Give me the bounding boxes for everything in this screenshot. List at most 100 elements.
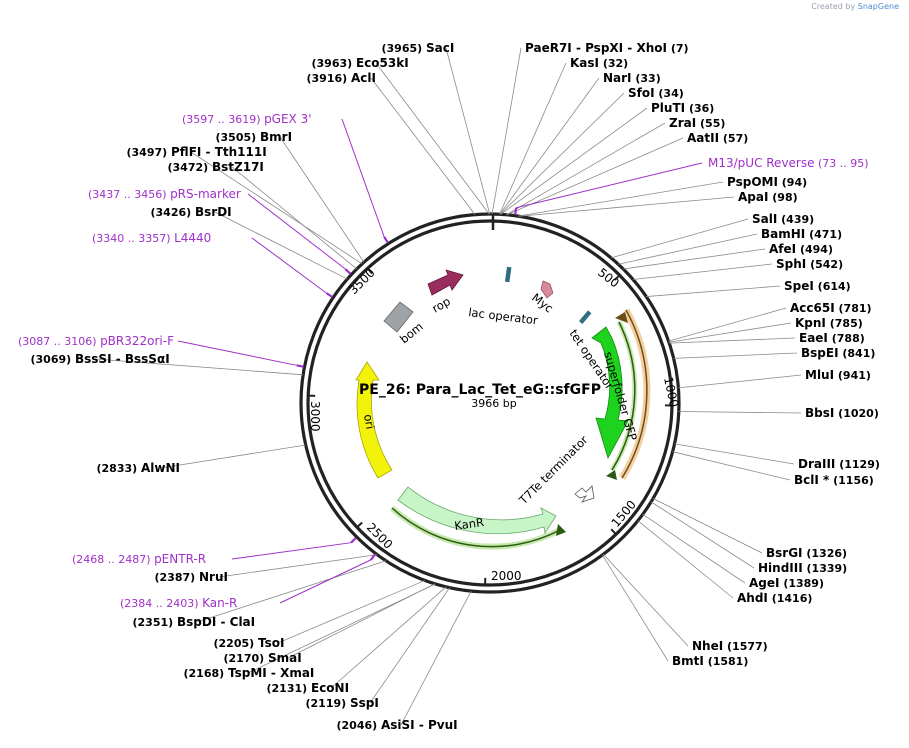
primer-leader-5 xyxy=(231,542,352,560)
site-name-16: SpeI xyxy=(784,279,814,293)
site-leader-20 xyxy=(673,352,798,359)
site-leader-38 xyxy=(218,554,378,578)
tick-500 xyxy=(613,274,621,281)
primer-leader-4 xyxy=(177,340,297,366)
site-name-24: BclI * xyxy=(794,473,830,487)
site-leader-29 xyxy=(603,553,689,647)
feature-label-rop: rop xyxy=(430,294,453,316)
site-leader-3 xyxy=(491,47,522,215)
site-leader-19 xyxy=(669,337,796,344)
site-pos-30: (1581) xyxy=(704,655,749,668)
site-name-23: DraIII xyxy=(798,457,835,471)
primer-label-5: (2468 .. 2487) pENTR-R xyxy=(72,552,206,566)
site-leader-5 xyxy=(499,77,600,215)
primer-mark-2 xyxy=(344,268,352,275)
site-label-29: NheI (1577) xyxy=(692,639,768,653)
site-name-26: HindIII xyxy=(758,561,803,575)
tick-label-2000: 2000 xyxy=(491,569,522,583)
site-leader-26 xyxy=(650,501,755,569)
primer-label-3: (3340 .. 3357) L4440 xyxy=(92,231,211,245)
site-leader-42 xyxy=(231,166,357,270)
site-label-40: (3069) BssSI - BssSαI xyxy=(31,352,170,366)
site-name-30: BmtI xyxy=(672,654,704,668)
plasmid-size: 3966 bp xyxy=(471,397,516,410)
site-pos-14: (494) xyxy=(796,243,833,256)
site-label-22: BbsI (1020) xyxy=(805,406,879,420)
site-label-27: AgeI (1389) xyxy=(749,576,824,590)
site-name-37: BspDI - ClaI xyxy=(177,615,255,629)
site-name-3: PaeR7I - PspXI - XhoI xyxy=(525,41,667,55)
primer-mark-3 xyxy=(325,292,333,298)
site-leader-43 xyxy=(190,151,363,265)
site-label-28: AhdI (1416) xyxy=(737,591,812,605)
site-label-35: (2170) SmaI xyxy=(224,651,302,665)
site-leader-12 xyxy=(610,218,749,259)
site-pos-40: (3069) xyxy=(31,353,76,366)
site-name-5: NarI xyxy=(603,71,632,85)
site-name-29: NheI xyxy=(692,639,723,653)
site-pos-27: (1389) xyxy=(779,577,824,590)
site-pos-29: (1577) xyxy=(723,640,768,653)
site-name-21: MluI xyxy=(805,368,834,382)
primer-pos-6: (2384 .. 2403) xyxy=(120,597,202,610)
site-pos-43: (3497) xyxy=(127,146,172,159)
site-leader-28 xyxy=(637,520,734,599)
feature-bom xyxy=(383,301,414,333)
site-name-39: AlwNI xyxy=(141,461,180,475)
site-pos-9: (57) xyxy=(719,132,748,145)
site-leader-1 xyxy=(375,62,490,215)
site-leader-2 xyxy=(370,77,476,215)
site-pos-5: (33) xyxy=(632,72,661,85)
site-name-28: AhdI xyxy=(737,591,768,605)
site-pos-36: (2205) xyxy=(214,637,259,650)
site-name-42: BstZ17I xyxy=(212,160,264,174)
snapgene-credit: Created by SnapGene xyxy=(811,2,899,11)
site-label-37: (2351) BspDI - ClaI xyxy=(133,615,256,629)
feature-kanr xyxy=(397,486,557,535)
site-label-17: Acc65I (781) xyxy=(790,301,872,315)
site-pos-8: (55) xyxy=(696,117,725,130)
site-pos-18: (785) xyxy=(826,317,863,330)
site-pos-23: (1129) xyxy=(835,458,880,471)
site-pos-31: (2046) xyxy=(337,719,382,732)
site-pos-10: (94) xyxy=(778,176,807,189)
primer-mark-5 xyxy=(350,536,357,544)
primer-name-1: M13/pUC Reverse xyxy=(708,156,815,170)
orf-orange-head xyxy=(615,312,628,323)
site-label-10: PspOMI (94) xyxy=(727,175,807,189)
primer-pos-4: (3087 .. 3106) xyxy=(18,335,100,348)
orf-kanr-arrow xyxy=(391,507,561,548)
site-pos-44: (3505) xyxy=(216,131,261,144)
site-labels: (3965) SacI(3963) Eco53kI(3916) AclIPaeR… xyxy=(18,41,880,732)
site-leader-30 xyxy=(602,554,669,662)
site-leader-24 xyxy=(672,451,791,481)
site-label-43: (3497) PflFI - Tth111I xyxy=(127,145,267,159)
feature-label-ori: ori xyxy=(361,413,377,430)
site-leader-17 xyxy=(668,307,787,342)
site-label-5: NarI (33) xyxy=(603,71,661,85)
site-label-38: (2387) NruI xyxy=(155,570,228,584)
site-name-33: EcoNI xyxy=(311,681,349,695)
site-pos-2: (3916) xyxy=(307,72,352,85)
site-pos-6: (34) xyxy=(655,87,684,100)
tick-label-3500: 3500 xyxy=(346,266,377,297)
primer-label-0: (3597 .. 3619) pGEX 3' xyxy=(182,112,312,126)
site-name-7: PluTI xyxy=(651,101,685,115)
site-label-12: SalI (439) xyxy=(752,212,814,226)
feature-rop xyxy=(427,269,464,296)
site-name-11: ApaI xyxy=(738,190,768,204)
site-name-22: BbsI xyxy=(805,406,834,420)
site-name-25: BsrGI xyxy=(766,546,803,560)
site-leader-25 xyxy=(652,498,763,554)
backbone-outer xyxy=(299,212,681,594)
site-pos-28: (1416) xyxy=(768,592,813,605)
site-leader-8 xyxy=(506,122,666,216)
site-pos-11: (98) xyxy=(768,191,797,204)
site-pos-33: (2131) xyxy=(267,682,312,695)
site-label-13: BamHI (471) xyxy=(761,227,842,241)
site-pos-15: (542) xyxy=(806,258,843,271)
site-leader-16 xyxy=(646,285,781,297)
site-name-41: BsrDI xyxy=(195,205,232,219)
site-pos-41: (3426) xyxy=(151,206,196,219)
site-label-30: BmtI (1581) xyxy=(672,654,748,668)
